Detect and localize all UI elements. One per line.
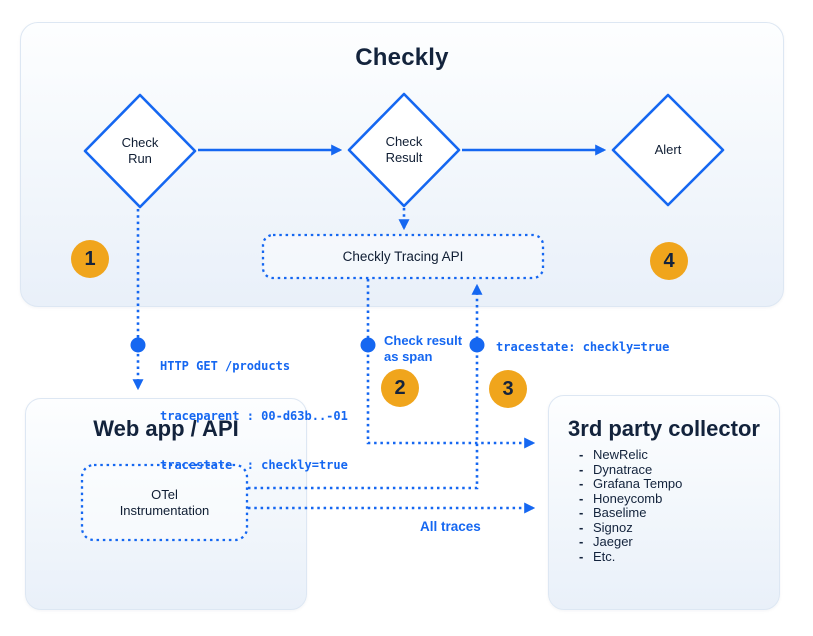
step-badge-1: 1 [71,240,109,278]
collector-item: -NewRelic [579,447,682,463]
tracing-api-box [261,233,545,280]
third-party-panel: 3rd party collector -NewRelic -Dynatrace… [548,395,780,610]
list-dash: - [579,447,584,462]
third-party-panel-title: 3rd party collector [568,416,760,441]
tracestate-label: tracestate: checkly=true [496,340,670,354]
check-result-label: Check Result [385,134,423,165]
list-dash: - [579,461,584,477]
list-dash: - [579,534,584,549]
check-run-diamond [83,93,197,209]
collector-list: -NewRelic -Dynatrace -Grafana Tempo -Hon… [579,447,683,565]
check-run-label: Check Run [121,135,159,166]
step-badge-2: 2 [381,369,419,407]
collector-item-label: Dynatrace [593,461,653,477]
collector-item: -Grafana Tempo [579,476,683,492]
http-trace-block: HTTP GET /products traceparent : 00-d63b… [160,325,348,507]
check-result-diamond [347,92,461,208]
collector-item: -Etc. [579,548,682,565]
web-app-panel-title: Web app / API [93,416,239,441]
step-badge-4: 4 [650,242,688,280]
collector-item-label: Honeycomb [593,490,663,506]
collector-item-label: Signoz [593,519,633,535]
collector-item-label: Baselime [593,505,647,520]
collector-item-label: NewRelic [593,447,648,462]
otel-box [80,463,249,542]
collector-item-label: Grafana Tempo [593,476,683,491]
collector-item: -Signoz [579,519,682,536]
arrow-otel-to-tracingapi [248,283,483,490]
collector-item: -Jaeger [579,534,682,550]
check-result-as-span-label: Check result as span [384,333,463,364]
collector-item: -Baselime [579,505,682,521]
all-traces-label: All traces [420,519,481,534]
waypoint-dot-3 [469,337,485,353]
waypoint-dot-2 [360,337,376,353]
http-get-line: HTTP GET /products [160,359,291,373]
list-dash: - [579,476,584,491]
web-app-panel: Web app / API [25,398,307,610]
collector-item-label: Etc. [593,548,616,564]
list-dash: - [579,505,584,520]
list-dash: - [579,548,584,564]
traceparent-line: traceparent : 00-d63b..-01 [160,408,348,423]
collector-item-label: Jaeger [593,534,633,549]
arrow-tracingapi-to-collector [366,279,536,449]
step-badge-3: 3 [489,370,527,408]
alert-diamond [611,93,725,207]
collector-item: -Honeycomb [579,490,682,507]
checkly-panel-title: Checkly [355,44,449,71]
collector-item: -Dynatrace [579,461,682,478]
otel-label: OTel Instrumentation [119,486,210,518]
list-dash: - [579,490,584,506]
alert-label: Alert [654,142,682,157]
waypoint-dot-1 [130,337,146,353]
tracestate-line: tracestate : checkly=true [160,458,348,472]
list-dash: - [579,519,584,535]
tracing-api-label: Checkly Tracing API [342,249,464,264]
